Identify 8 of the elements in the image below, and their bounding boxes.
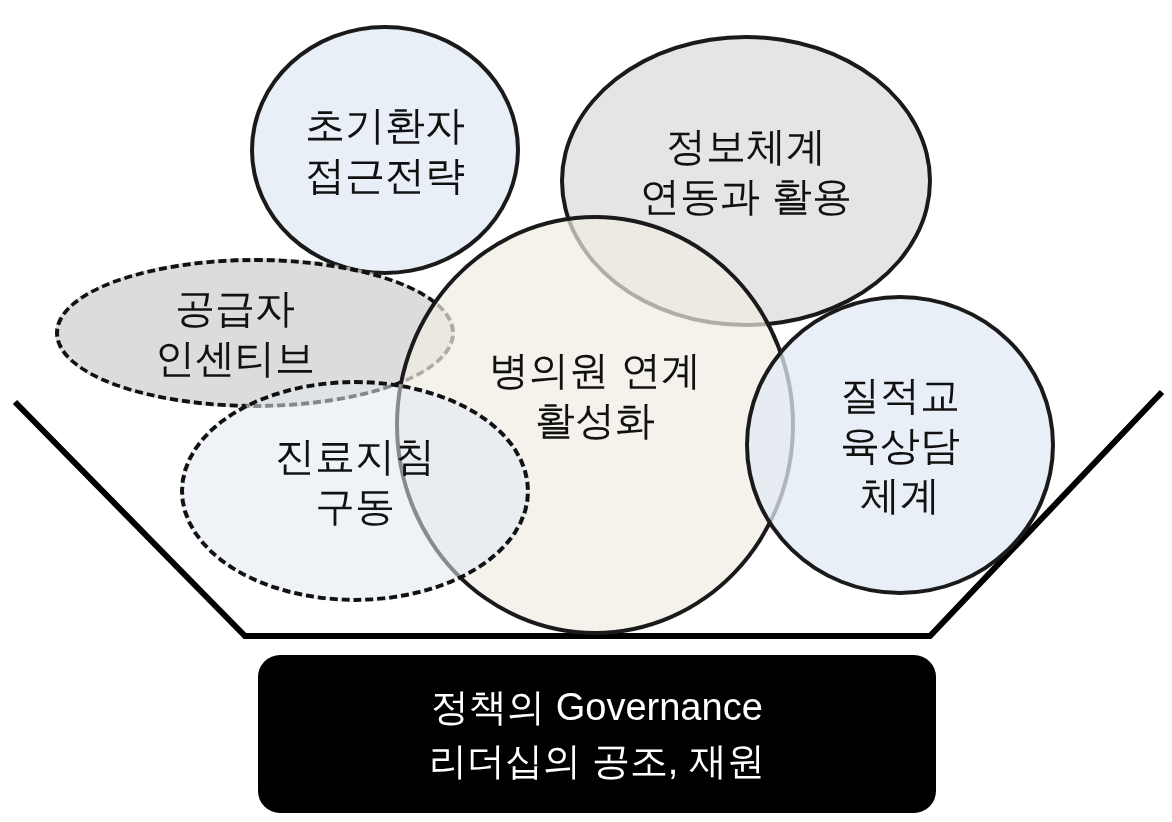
ellipse-label: 공급자 인센티브 xyxy=(154,285,316,382)
ellipse-label: 병의원 연계 활성화 xyxy=(488,347,702,444)
ellipse-label: 질적교육상담 체계 xyxy=(839,372,961,519)
ellipse-label: 초기환자 접근전략 xyxy=(304,102,466,199)
foundation-box xyxy=(258,655,936,813)
foundation-label: 정책의 Governance 리더십의 공조, 재원 xyxy=(428,685,766,784)
ellipse-label: 정보체계 연동과 활용 xyxy=(639,123,853,220)
ellipse-label: 진료지침 구동 xyxy=(274,433,436,530)
